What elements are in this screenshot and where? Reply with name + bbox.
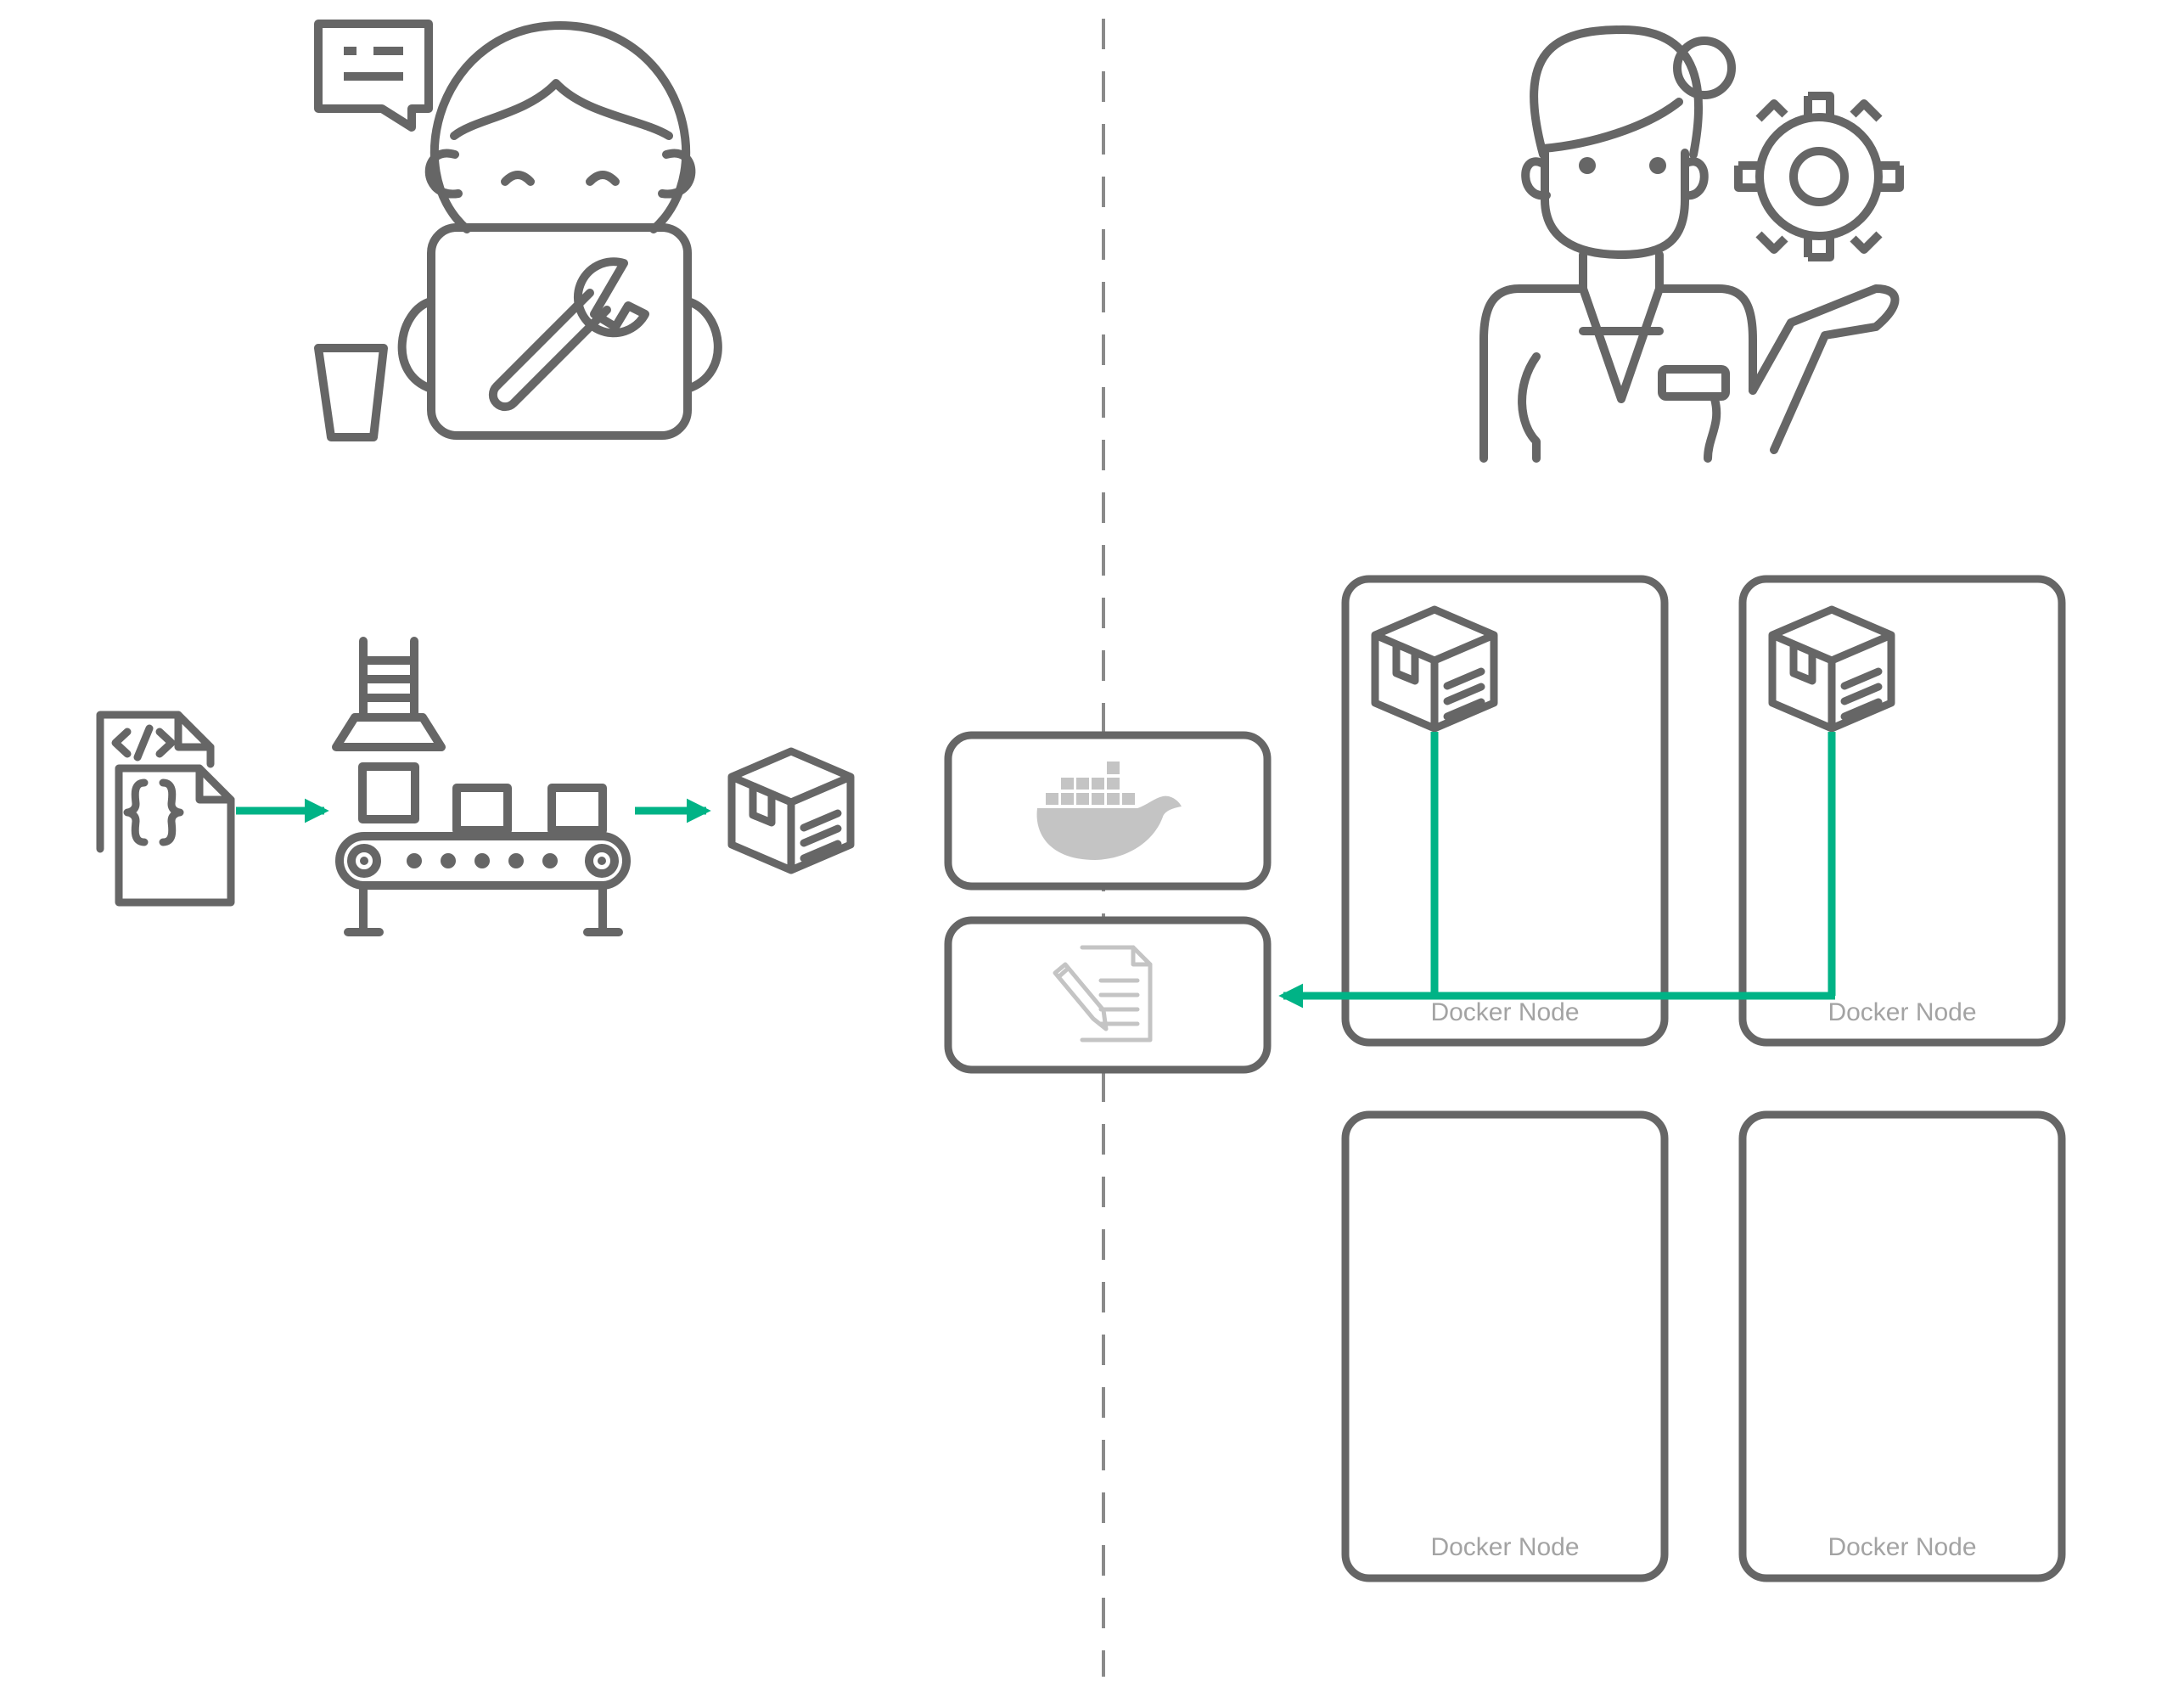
docker-whale-icon: [1036, 762, 1182, 860]
package-box-icon: [732, 751, 851, 870]
source-code-files-icon: [96, 711, 235, 907]
gear-icon: [1734, 92, 1904, 261]
cup-icon: [314, 344, 388, 441]
docker-node-4: [1738, 1110, 2066, 1582]
docker-node-3-label: Docker Node: [1430, 1533, 1579, 1561]
docker-node-4-label: Docker Node: [1827, 1533, 1976, 1561]
docker-node-3: [1341, 1110, 1669, 1582]
chat-bubble-icon: [314, 20, 433, 132]
operator-woman-icon: [1479, 25, 1900, 463]
conveyor-build-icon: [332, 637, 631, 936]
node-1-package-icon: [1375, 610, 1494, 728]
docker-node-2: [1738, 575, 2066, 1047]
developer-with-laptop-icon: [397, 21, 722, 440]
node-2-package-icon: [1772, 610, 1891, 728]
docker-node-1-label: Docker Node: [1430, 998, 1579, 1026]
docker-node-1: [1341, 575, 1669, 1047]
document-pencil-icon: [1053, 945, 1153, 1043]
conveyor-rollers: [360, 853, 606, 868]
docker-node-2-label: Docker Node: [1827, 998, 1976, 1026]
wrench-icon: [488, 257, 649, 412]
